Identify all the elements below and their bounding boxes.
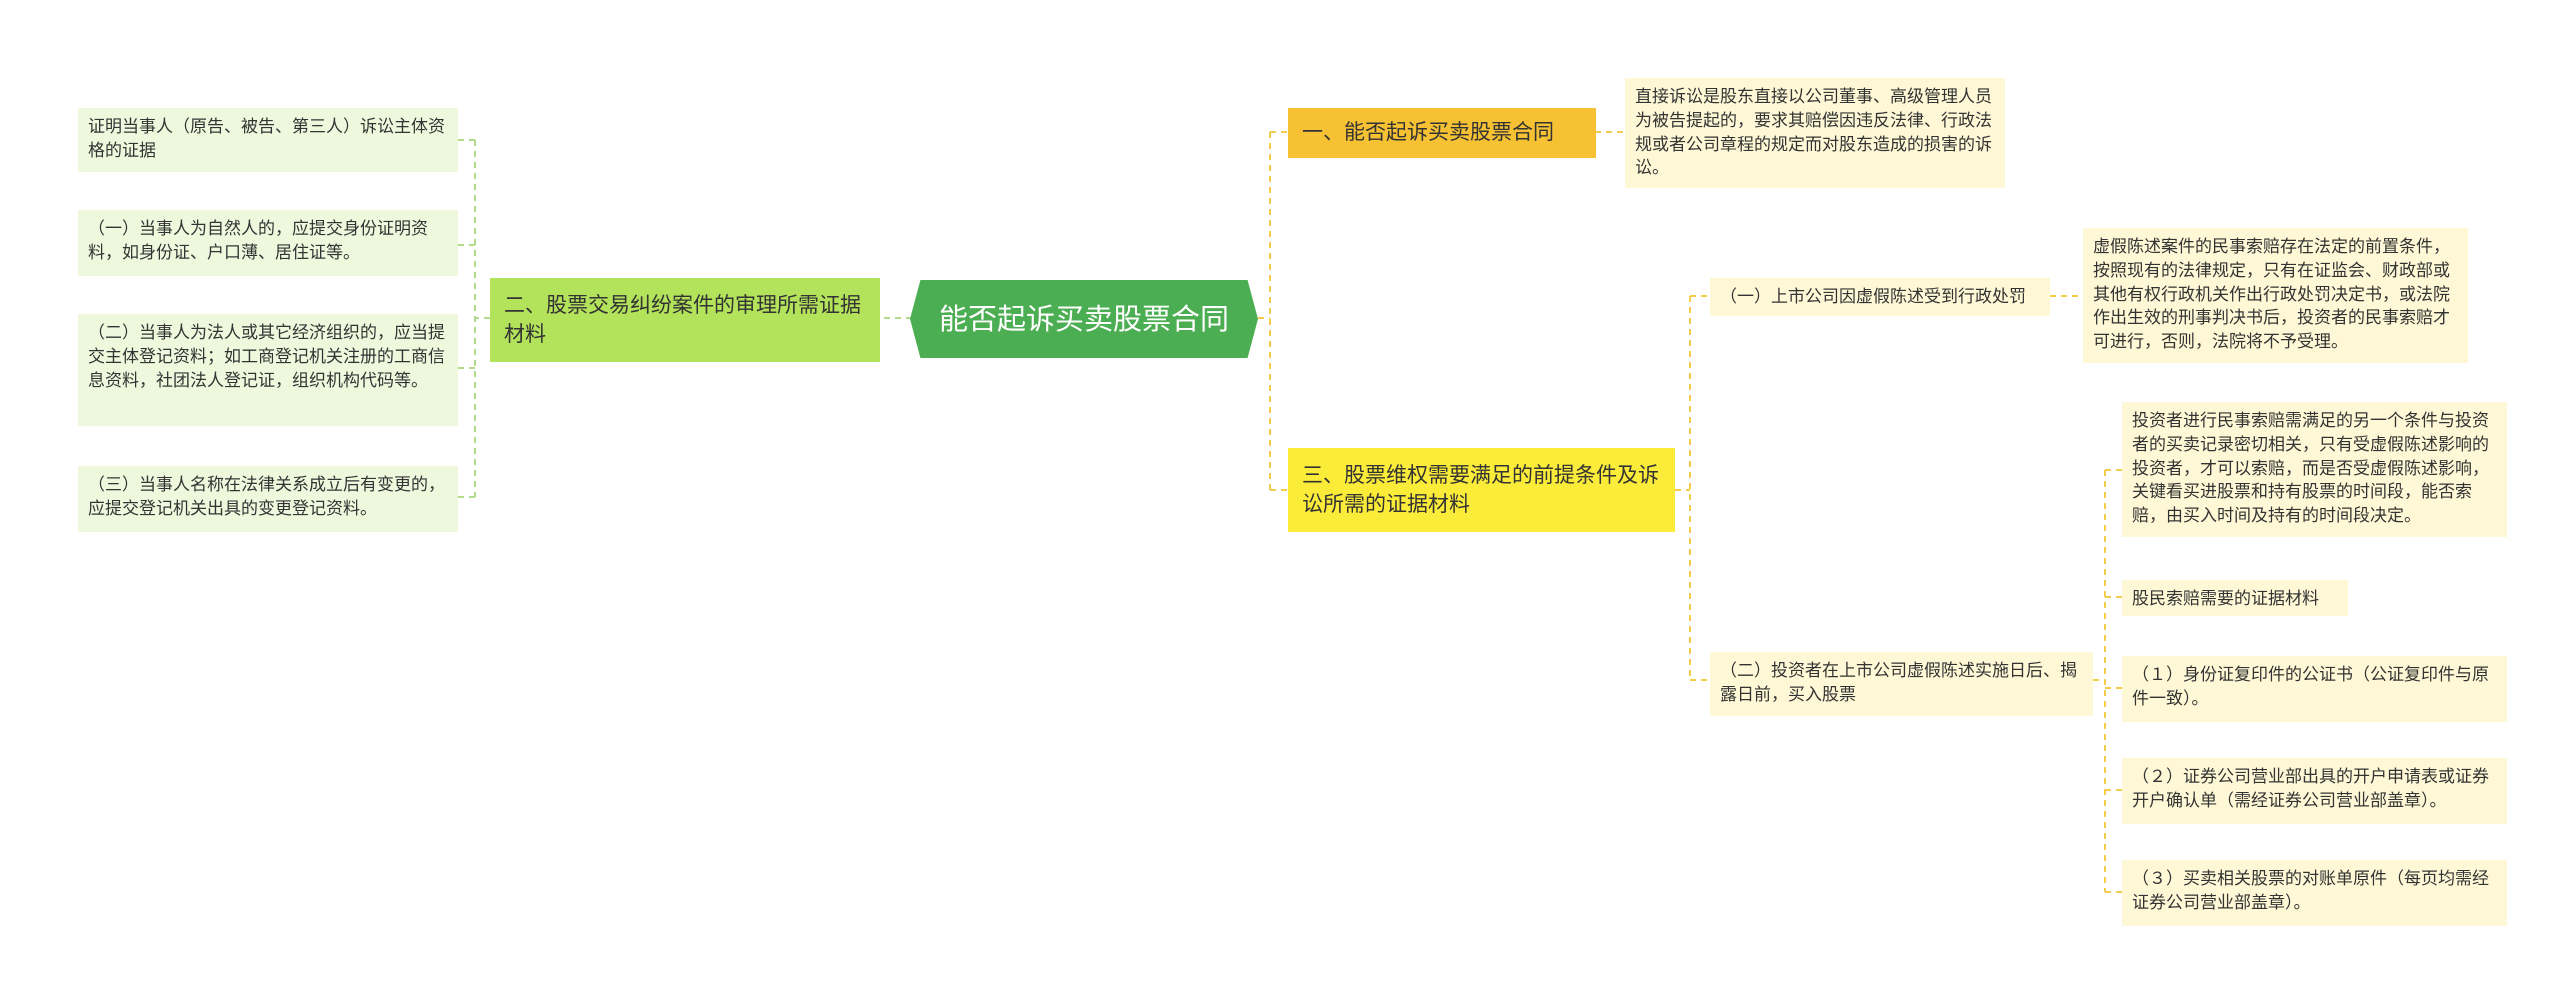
branch-3-label: 三、股票维权需要满足的前提条件及诉讼所需的证据材料 — [1302, 462, 1659, 516]
branch-1-leaf[interactable]: 直接诉讼是股东直接以公司董事、高级管理人员为被告提起的，要求其赔偿因违反法律、行… — [1625, 78, 2005, 188]
branch-3-sub-2-leaf-5[interactable]: （３）买卖相关股票的对账单原件（每页均需经证券公司营业部盖章）。 — [2122, 860, 2507, 926]
branch-node-2[interactable]: 二、股票交易纠纷案件的审理所需证据材料 — [490, 278, 880, 362]
branch-3-sub-1-leaf-text: 虚假陈述案件的民事索赔存在法定的前置条件，按照现有的法律规定，只有在证监会、财政… — [2093, 237, 2450, 353]
root-node[interactable]: 能否起诉买卖股票合同 — [910, 280, 1258, 358]
branch-3-sub-2-leaf-5-text: （３）买卖相关股票的对账单原件（每页均需经证券公司营业部盖章）。 — [2132, 869, 2489, 913]
branch-node-1[interactable]: 一、能否起诉买卖股票合同 — [1288, 108, 1596, 158]
branch-2-label: 二、股票交易纠纷案件的审理所需证据材料 — [504, 292, 861, 346]
branch-2-leaf-2-text: （一）当事人为自然人的，应提交身份证明资料，如身份证、户口薄、居住证等。 — [88, 219, 428, 263]
branch-2-leaf-4-text: （三）当事人名称在法律关系成立后有变更的，应提交登记机关出具的变更登记资料。 — [88, 475, 445, 519]
connector-branch3-spine — [1675, 295, 1710, 681]
branch-3-sub-2-leaf-3-text: （１）身份证复印件的公证书（公证复印件与原件一致）。 — [2132, 665, 2489, 709]
branch-2-leaf-4[interactable]: （三）当事人名称在法律关系成立后有变更的，应提交登记机关出具的变更登记资料。 — [78, 466, 458, 532]
branch-node-3[interactable]: 三、股票维权需要满足的前提条件及诉讼所需的证据材料 — [1288, 448, 1675, 532]
branch-3-sub-2-label: （二）投资者在上市公司虚假陈述实施日后、揭露日前，买入股票 — [1720, 661, 2077, 705]
branch-3-sub-2-leaf-4[interactable]: （２）证券公司营业部出具的开户申请表或证券开户确认单（需经证券公司营业部盖章）。 — [2122, 758, 2507, 824]
branch-3-sub-2[interactable]: （二）投资者在上市公司虚假陈述实施日后、揭露日前，买入股票 — [1710, 652, 2093, 716]
connector-left-spine — [458, 139, 490, 498]
branch-3-sub-2-leaf-1-text: 投资者进行民事索赔需满足的另一个条件与投资者的买卖记录密切相关，只有受虚假陈述影… — [2132, 411, 2489, 527]
branch-2-leaf-2[interactable]: （一）当事人为自然人的，应提交身份证明资料，如身份证、户口薄、居住证等。 — [78, 210, 458, 276]
branch-2-leaf-1-text: 证明当事人（原告、被告、第三人）诉讼主体资格的证据 — [88, 117, 445, 161]
branch-2-leaf-3[interactable]: （二）当事人为法人或其它经济组织的，应当提交主体登记资料；如工商登记机关注册的工… — [78, 314, 458, 426]
root-label: 能否起诉买卖股票合同 — [938, 301, 1229, 336]
branch-3-sub-2-leaf-2-text: 股民索赔需要的证据材料 — [2132, 589, 2319, 609]
branch-3-sub-1-leaf[interactable]: 虚假陈述案件的民事索赔存在法定的前置条件，按照现有的法律规定，只有在证监会、财政… — [2083, 228, 2468, 363]
branch-1-leaf-text: 直接诉讼是股东直接以公司董事、高级管理人员为被告提起的，要求其赔偿因违反法律、行… — [1635, 87, 1992, 179]
connector-sub2-spine — [2093, 469, 2122, 893]
branch-2-leaf-1[interactable]: 证明当事人（原告、被告、第三人）诉讼主体资格的证据 — [78, 108, 458, 172]
branch-1-label: 一、能否起诉买卖股票合同 — [1302, 120, 1554, 145]
branch-2-leaf-3-text: （二）当事人为法人或其它经济组织的，应当提交主体登记资料；如工商登记机关注册的工… — [88, 323, 445, 391]
branch-3-sub-2-leaf-1[interactable]: 投资者进行民事索赔需满足的另一个条件与投资者的买卖记录密切相关，只有受虚假陈述影… — [2122, 402, 2507, 537]
branch-3-sub-1-label: （一）上市公司因虚假陈述受到行政处罚 — [1720, 287, 2026, 307]
branch-3-sub-1[interactable]: （一）上市公司因虚假陈述受到行政处罚 — [1710, 278, 2050, 316]
branch-3-sub-2-leaf-3[interactable]: （１）身份证复印件的公证书（公证复印件与原件一致）。 — [2122, 656, 2507, 722]
branch-3-sub-2-leaf-2[interactable]: 股民索赔需要的证据材料 — [2122, 580, 2348, 616]
branch-3-sub-2-leaf-4-text: （２）证券公司营业部出具的开户申请表或证券开户确认单（需经证券公司营业部盖章）。 — [2132, 767, 2489, 811]
